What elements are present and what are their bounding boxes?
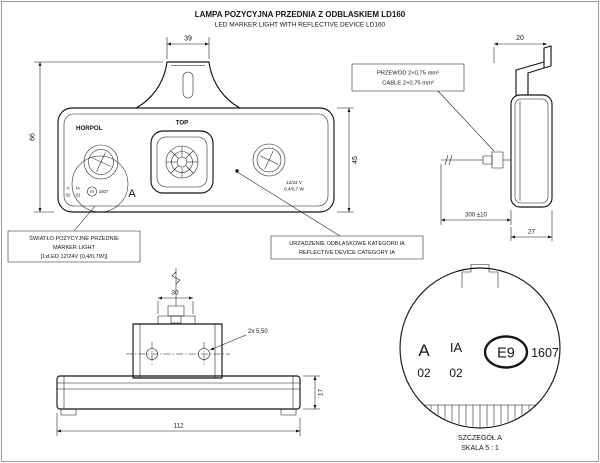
bottom-dim-width: 112 xyxy=(56,413,301,436)
front-dim-left: 66 xyxy=(30,61,163,213)
detail-top-tab xyxy=(461,264,499,288)
detail-markings: A 02 IA 02 E9 1607 xyxy=(417,335,559,380)
bottom-dim-width-value: 112 xyxy=(173,423,184,430)
voltage-label: 12/24 V xyxy=(286,180,303,185)
side-dim-bottom-value: 27 xyxy=(528,229,536,236)
marker-light-line1: ŚWIATŁO POZYCYJNE PRZEDNIE xyxy=(29,234,119,242)
bottom-dim-top: 30 xyxy=(157,290,194,314)
front-mark-a-code: 02 xyxy=(66,193,71,198)
brand-label: HORPOL xyxy=(76,125,103,132)
side-dim-cable: 300 ±10 xyxy=(440,164,512,225)
front-mark-e: E9 xyxy=(90,190,94,194)
power-label: 0,4/0,7 W xyxy=(284,187,304,192)
side-dim-top: 20 xyxy=(493,35,547,63)
reflector-line2: REFLECTIVE DEVICE CATEGORY IA xyxy=(299,250,395,256)
detail-mark-ia: IA xyxy=(450,340,463,355)
front-mark-a: A xyxy=(67,186,70,191)
front-left-screw xyxy=(83,144,119,180)
front-dim-top: 39 xyxy=(166,36,210,59)
detail-mark-e: E9 xyxy=(497,346,515,362)
drawing-title-en: LED MARKER LIGHT WITH REFLECTIVE DEVICE … xyxy=(215,22,386,29)
detail-view: A 02 IA 02 E9 1607 SZCZEGÓŁ A SKALA 5 : … xyxy=(399,264,561,452)
detail-a-circle xyxy=(71,155,129,213)
cable-callout-box xyxy=(351,63,465,92)
bottom-dim-top-value: 30 xyxy=(171,290,179,297)
front-mark-ia-code: 02 xyxy=(76,193,81,198)
detail-circle xyxy=(399,267,561,429)
front-bracket-outline xyxy=(135,61,241,109)
front-body-outer xyxy=(57,107,335,213)
detail-scale: SKALA 5 : 1 xyxy=(461,445,499,452)
front-led-lens xyxy=(150,130,214,194)
cable-line2: CABLE 2×0,75 mm² xyxy=(382,81,434,87)
reflector-reference-dot xyxy=(235,169,239,173)
front-mark-ia: IA xyxy=(76,186,80,191)
side-dim-cable-value: 300 ±10 xyxy=(465,213,487,219)
detail-mark-a: A xyxy=(418,341,430,360)
bottom-dim-height: 17 xyxy=(303,375,325,410)
drawing-title-pl: LAMPA POZYCYJNA PRZEDNIA Z ODBLASKIEM LD… xyxy=(195,10,406,19)
marker-light-line3: [1xLED 12/24V (0,4/0,7W)] xyxy=(41,254,108,260)
reflector-callout: URZĄDZENIE ODBLASKOWE KATEGORII IA REFLE… xyxy=(237,172,424,260)
side-dim-bottom: 27 xyxy=(510,210,553,241)
side-view: 20 300 ±10 27 xyxy=(440,35,553,241)
front-bracket-slot xyxy=(182,71,194,99)
bottom-view: 30 2x 5,50 xyxy=(56,268,325,436)
marker-light-callout: ŚWIATŁO POZYCYJNE PRZEDNIE MARKER LIGHT … xyxy=(7,205,141,263)
detail-hatch xyxy=(430,405,530,427)
title-block: LAMPA POZYCYJNA PRZEDNIA Z ODBLASKIEM LD… xyxy=(195,10,406,29)
side-cable xyxy=(441,151,511,169)
holes-label: 2x 5,50 xyxy=(248,329,268,335)
holes-callout: 2x 5,50 xyxy=(209,329,268,351)
front-view: HORPOL TOP A A IA 02 02 E9 1607 12/24 V … xyxy=(30,36,359,213)
reflector-callout-box xyxy=(270,235,424,260)
detail-mark-a-code: 02 xyxy=(417,366,431,380)
side-body-inner xyxy=(514,98,549,204)
marker-light-line2: MARKER LIGHT xyxy=(53,245,96,251)
front-dim-left-value: 66 xyxy=(30,133,37,141)
detail-a-letter: A xyxy=(128,188,136,200)
top-orientation-label: TOP xyxy=(176,120,189,127)
detail-mark-ia-code: 02 xyxy=(449,366,463,380)
marker-light-callout-box xyxy=(7,230,141,263)
detail-e-mark-circle xyxy=(483,335,529,369)
bottom-body xyxy=(56,375,301,416)
side-dim-top-value: 20 xyxy=(516,35,524,42)
bottom-bracket xyxy=(126,315,230,379)
front-body-inner xyxy=(63,113,329,207)
side-bracket xyxy=(515,45,552,96)
detail-mark-e-num: 1607 xyxy=(531,346,559,360)
front-dim-top-value: 39 xyxy=(184,36,192,43)
side-body-outer xyxy=(510,94,553,208)
front-dim-right: 45 xyxy=(337,107,359,213)
detail-caption: SZCZEGÓŁ A xyxy=(458,433,502,442)
cable-callout: PRZEWÓD 2×0,75 mm² CABLE 2×0,75 mm² xyxy=(351,63,495,152)
reflector-line1: URZĄDZENIE ODBLASKOWE KATEGORII IA xyxy=(289,241,405,247)
front-mark-e-num: 1607 xyxy=(99,189,109,194)
front-right-screw xyxy=(252,143,286,177)
front-dim-right-value: 45 xyxy=(352,156,359,164)
front-e-mark-circle xyxy=(87,186,97,197)
bottom-dim-height-value: 17 xyxy=(318,389,325,397)
front-markings: A IA 02 02 E9 1607 xyxy=(66,186,109,198)
cable-line1: PRZEWÓD 2×0,75 mm² xyxy=(377,70,439,77)
